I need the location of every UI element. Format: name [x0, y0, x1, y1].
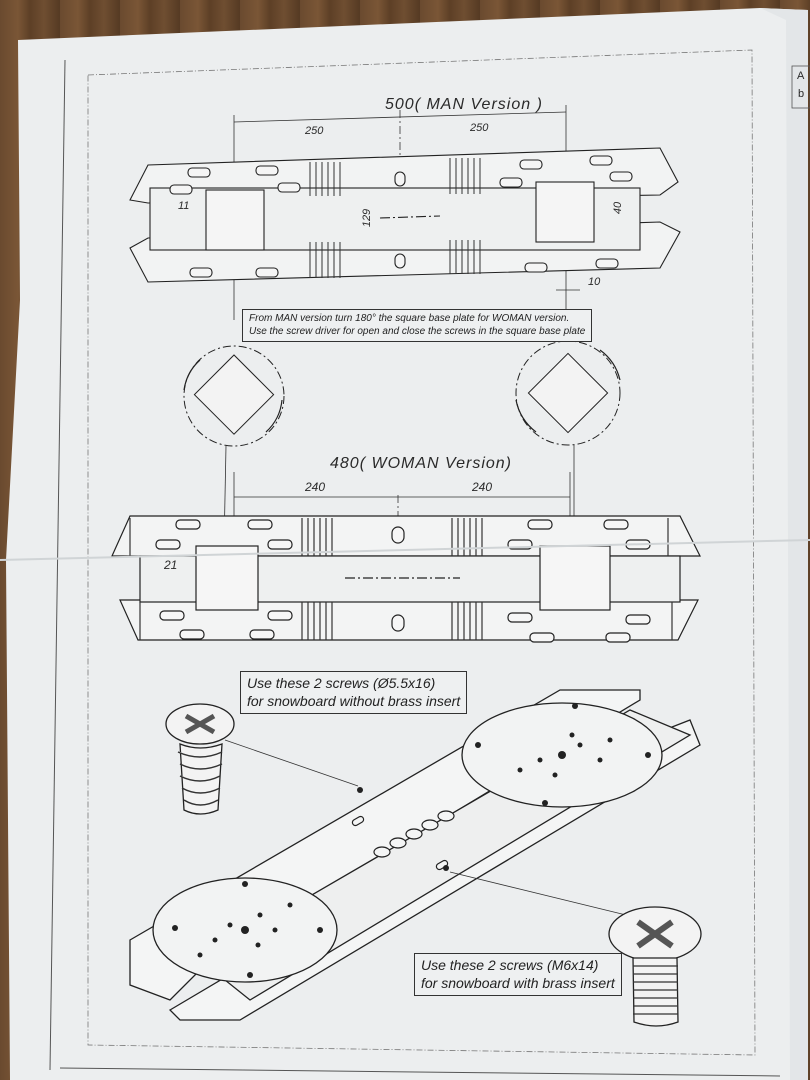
rotation-instruction-box: From MAN version turn 180° the square ba…: [242, 309, 593, 342]
screw-note-with-insert: Use these 2 screws (M6x14) for snowboard…: [414, 953, 622, 996]
woman-dim-right: 240: [472, 480, 493, 494]
adjacent-page-box: [791, 65, 810, 109]
woman-version-title: 480( WOMAN Version): [330, 455, 512, 472]
frame-border-bottom: [59, 1067, 781, 1077]
man-dim-left: 250: [305, 125, 324, 137]
screw-note-2-line-2: for snowboard with brass insert: [421, 974, 615, 991]
rotation-instruction-line-1: From MAN version turn 180° the square ba…: [249, 313, 570, 324]
man-dim-right: 250: [470, 122, 489, 134]
man-dim-spacing: 10: [588, 276, 601, 288]
screw-marker-lower: [443, 865, 449, 871]
man-dim-offset-left: 11: [178, 200, 190, 212]
screw-marker-upper: [357, 787, 363, 793]
screw-leader-lines: [224, 739, 627, 916]
screw-note-1-line-1: Use these 2 screws (Ø5.5x16): [247, 675, 436, 691]
screw-note-2-line-1: Use these 2 screws (M6x14): [421, 957, 599, 973]
woman-dim-offset-left: 21: [164, 558, 178, 572]
screw-note-1-line-2: for snowboard without brass insert: [247, 692, 461, 709]
frame-border-left: [49, 59, 66, 1071]
man-dim-width: 129: [361, 208, 374, 228]
woman-dim-left: 240: [305, 480, 326, 494]
screw-note-without-insert: Use these 2 screws (Ø5.5x16) for snowboa…: [240, 671, 468, 714]
man-binding-plate: [129, 147, 681, 283]
man-version-title: 500( MAN Version ): [385, 96, 543, 113]
corner-text-a: A: [797, 70, 805, 82]
isometric-binding: [129, 689, 701, 1021]
man-dim-offset-right: 40: [612, 201, 625, 215]
frame-border-inner: [87, 49, 756, 1056]
machine-screw-icon: [608, 906, 702, 1027]
rotation-detail-left: [183, 345, 285, 447]
wood-screw-icon: [165, 703, 235, 815]
rotation-instruction-line-2: Use the screw driver for open and close …: [249, 325, 586, 337]
paper-overlap: [760, 8, 808, 1080]
paper-fold-crease: [0, 539, 810, 561]
woman-binding-plate: [111, 515, 701, 643]
corner-text-b: b: [798, 88, 805, 100]
